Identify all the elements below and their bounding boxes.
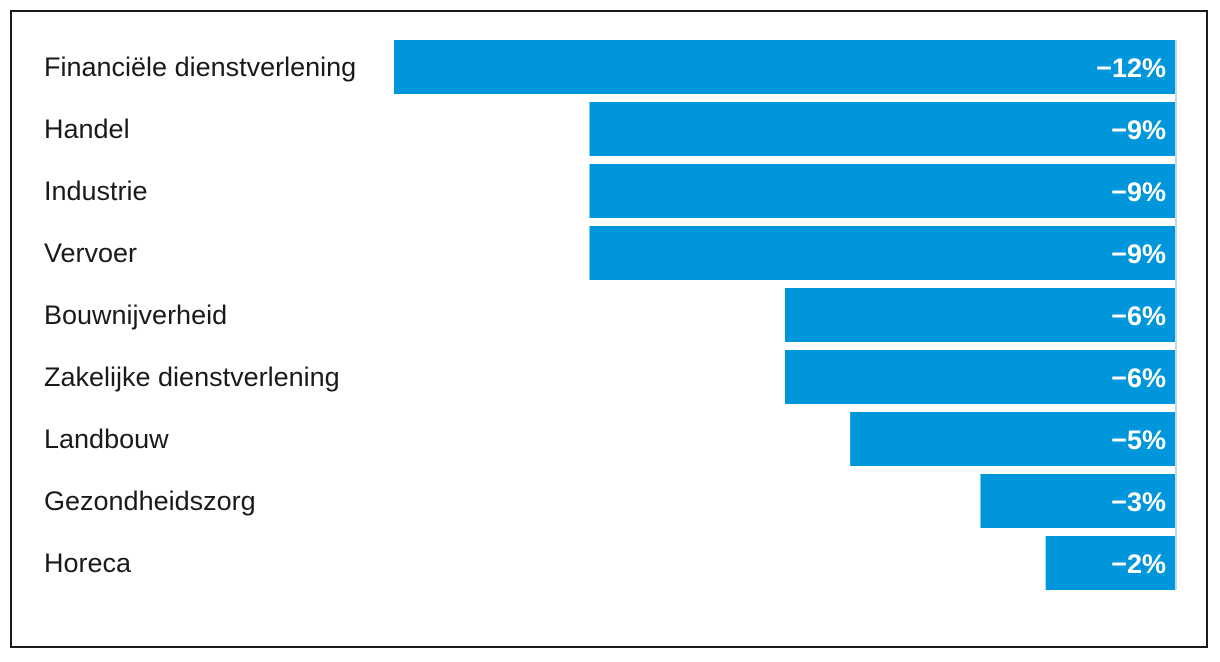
- value-label: −12%: [1096, 53, 1166, 83]
- bar: [785, 288, 1176, 342]
- bar: [850, 412, 1176, 466]
- bar: [980, 474, 1176, 528]
- value-label: −9%: [1111, 177, 1166, 207]
- bar: [589, 164, 1176, 218]
- value-label: −9%: [1111, 115, 1166, 145]
- value-label: −3%: [1111, 487, 1166, 517]
- category-label: Industrie: [44, 176, 148, 206]
- value-label: −6%: [1111, 363, 1166, 393]
- category-label: Handel: [44, 114, 130, 144]
- category-label: Horeca: [44, 548, 132, 578]
- category-label: Zakelijke dienstverlening: [44, 362, 340, 392]
- category-label: Landbouw: [44, 424, 169, 454]
- category-label: Vervoer: [44, 238, 137, 268]
- bar: [589, 102, 1176, 156]
- value-label: −6%: [1111, 301, 1166, 331]
- value-label: −2%: [1111, 549, 1166, 579]
- bar: [785, 350, 1176, 404]
- bar: [589, 226, 1176, 280]
- value-label: −5%: [1111, 425, 1166, 455]
- bars-layer: Financiële dienstverlening −12% Handel −9% I…: [44, 40, 1176, 590]
- value-label: −9%: [1111, 239, 1166, 269]
- bar: [1045, 536, 1176, 590]
- bar: [394, 40, 1176, 94]
- category-label: Gezondheidszorg: [44, 486, 256, 516]
- category-label: Financiële dienstverlening: [44, 52, 356, 82]
- category-label: Bouwnijverheid: [44, 300, 227, 330]
